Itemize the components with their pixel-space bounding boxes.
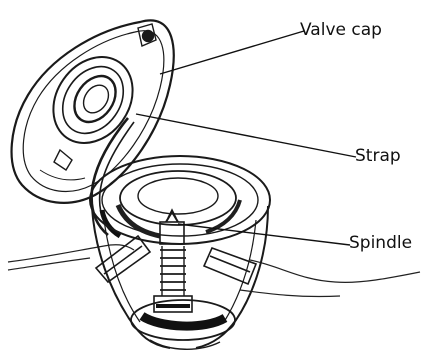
leader-strap	[136, 114, 356, 157]
leader-valve-cap	[160, 31, 304, 74]
label-spindle: Spindle	[349, 235, 412, 252]
label-valve-cap: Valve cap	[300, 22, 382, 39]
label-strap: Strap	[355, 148, 401, 165]
valve-cap	[12, 20, 174, 202]
